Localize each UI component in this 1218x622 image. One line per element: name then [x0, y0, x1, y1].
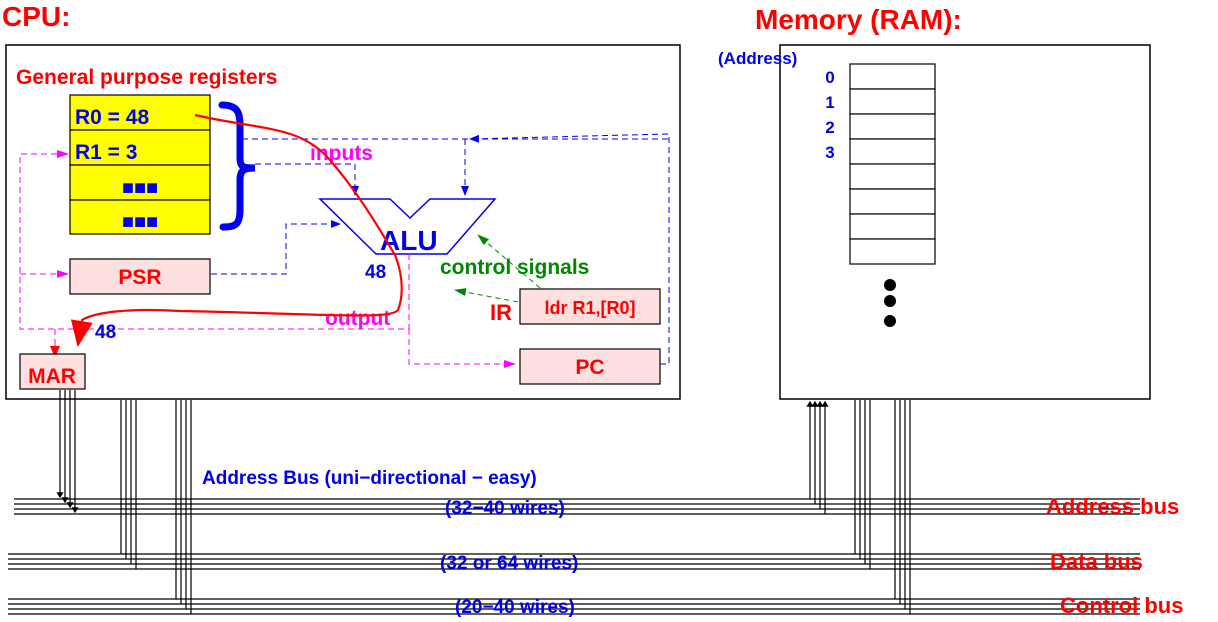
- address-wire-count: (32−40 wires): [445, 498, 565, 519]
- input-line-a: [255, 163, 359, 196]
- ellipsis-dot: [884, 315, 896, 327]
- register-r1-label: R1 = 3: [75, 141, 137, 164]
- address-2: 2: [825, 118, 834, 137]
- memory-cell[interactable]: [849, 63, 936, 90]
- ir-value: ldr R1,[R0]: [544, 298, 635, 318]
- register-more-2: [69, 199, 211, 235]
- mar-label: MAR: [28, 365, 76, 388]
- register-r0-label: R0 = 48: [75, 106, 149, 129]
- pc-label: PC: [575, 356, 604, 379]
- psr-register[interactable]: [69, 258, 211, 295]
- psr-label: PSR: [118, 266, 161, 289]
- alu-label: ALU: [380, 225, 438, 256]
- register-ellipsis-2: ■■■: [122, 211, 158, 233]
- ellipsis-dot: [884, 279, 896, 291]
- register-ellipsis-1: ■■■: [122, 177, 158, 199]
- output-label: output: [325, 307, 390, 330]
- memory-cell[interactable]: [849, 163, 936, 190]
- pc-feedback-line: [469, 133, 670, 365]
- memory-box: [779, 44, 1151, 400]
- register-more-1: [69, 164, 211, 201]
- control-signal-to-alu: [477, 234, 541, 289]
- instruction-register[interactable]: [519, 288, 661, 325]
- bus-wires: [8, 390, 1140, 615]
- brace-icon: [218, 101, 256, 231]
- output-to-pc-line: [408, 329, 516, 368]
- register-file: R0 = 48 R1 = 3 ■■■ ■■■: [69, 94, 211, 235]
- data-wire-count: (32 or 64 wires): [440, 553, 578, 574]
- control-signals-label: control signals: [440, 256, 589, 279]
- control-signal-out: [454, 288, 519, 303]
- ir-label: IR: [490, 300, 512, 325]
- address-bus-note: Address Bus (uni−directional − easy): [202, 468, 537, 489]
- control-wire-count: (20−40 wires): [455, 597, 575, 618]
- mar-value: 48: [95, 322, 116, 343]
- address-3: 3: [825, 143, 834, 162]
- memory-cell[interactable]: [849, 188, 936, 215]
- memory-cell[interactable]: [849, 113, 936, 140]
- data-bus-label: Data bus: [1050, 549, 1143, 574]
- data-flow-path: [70, 113, 403, 348]
- memory-cell[interactable]: [849, 238, 936, 265]
- register-r0[interactable]: [69, 94, 211, 131]
- alu-shape[interactable]: [318, 198, 497, 255]
- memory-address-register[interactable]: [19, 353, 86, 390]
- address-header: (Address): [718, 49, 797, 68]
- output-to-registers-line: [19, 150, 410, 330]
- psr-to-alu-line: [211, 220, 341, 275]
- memory-title: Memory (RAM):: [755, 4, 962, 35]
- address-labels: 0 1 2 3: [825, 68, 834, 162]
- memory-cell[interactable]: [849, 88, 936, 115]
- ellipsis-dot: [884, 295, 896, 307]
- address-bus-label: Address bus: [1046, 494, 1179, 519]
- memory-cell[interactable]: [849, 138, 936, 165]
- register-r1[interactable]: [69, 129, 211, 166]
- registers-label: General purpose registers: [16, 66, 277, 89]
- control-bus-label: Control bus: [1060, 593, 1183, 618]
- memory-cells: [849, 63, 936, 265]
- address-0: 0: [825, 68, 834, 87]
- memory-cell[interactable]: [849, 213, 936, 240]
- program-counter[interactable]: [519, 348, 661, 385]
- address-1: 1: [825, 93, 834, 112]
- alu-value: 48: [365, 262, 386, 283]
- inputs-label: inputs: [310, 142, 373, 165]
- cpu-title: CPU:: [2, 1, 70, 32]
